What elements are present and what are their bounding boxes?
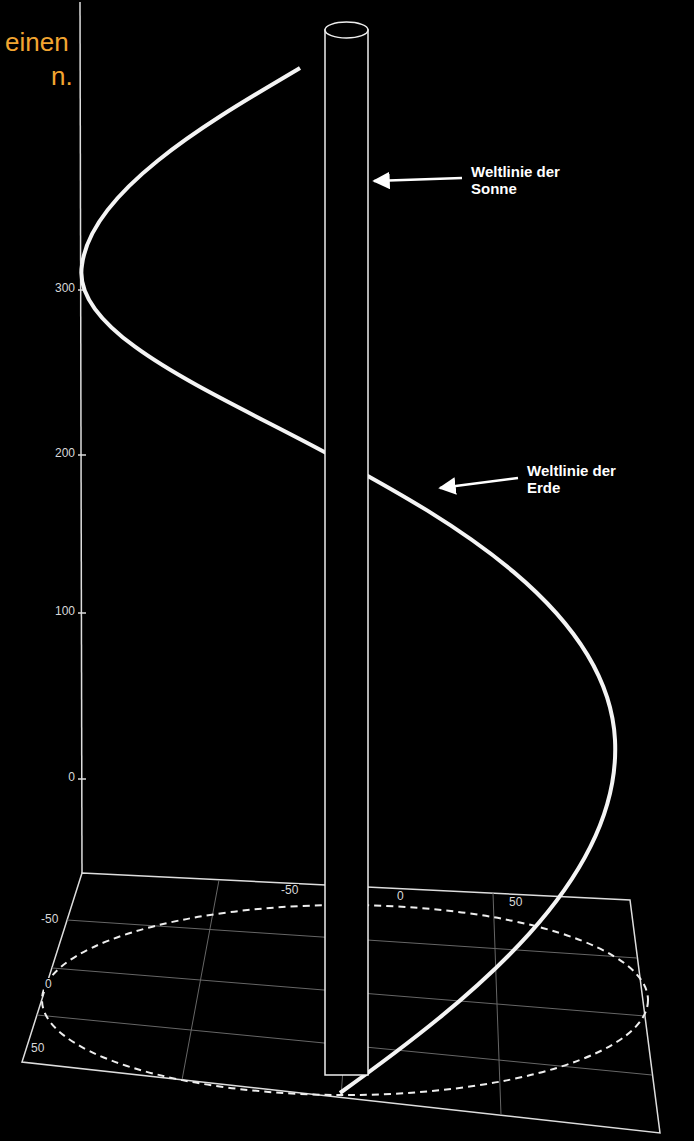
axis-number: 0 bbox=[44, 978, 53, 992]
leader-arrow bbox=[440, 478, 518, 488]
axis-number: 0 bbox=[396, 890, 405, 904]
axis-number: 200 bbox=[54, 447, 76, 461]
callout-label: Weltlinie der Sonne bbox=[470, 163, 590, 198]
axis-number: 50 bbox=[508, 896, 523, 910]
axis-number: 300 bbox=[54, 282, 76, 296]
axis-ticks bbox=[78, 290, 86, 779]
slide-text: n. bbox=[50, 62, 74, 92]
axis-number: 0 bbox=[67, 771, 76, 785]
slide-text: einen bbox=[4, 28, 70, 58]
leader-arrow bbox=[374, 178, 462, 181]
axis-number: 50 bbox=[30, 1042, 45, 1056]
axis-number: -50 bbox=[280, 884, 299, 898]
axis-number: 100 bbox=[54, 605, 76, 619]
cylinder-top bbox=[325, 22, 368, 38]
callout-label: Weltlinie der Erde bbox=[526, 462, 646, 497]
time-axis bbox=[80, 2, 82, 873]
axis-number: -50 bbox=[40, 913, 59, 927]
sun-worldline bbox=[325, 30, 368, 1075]
